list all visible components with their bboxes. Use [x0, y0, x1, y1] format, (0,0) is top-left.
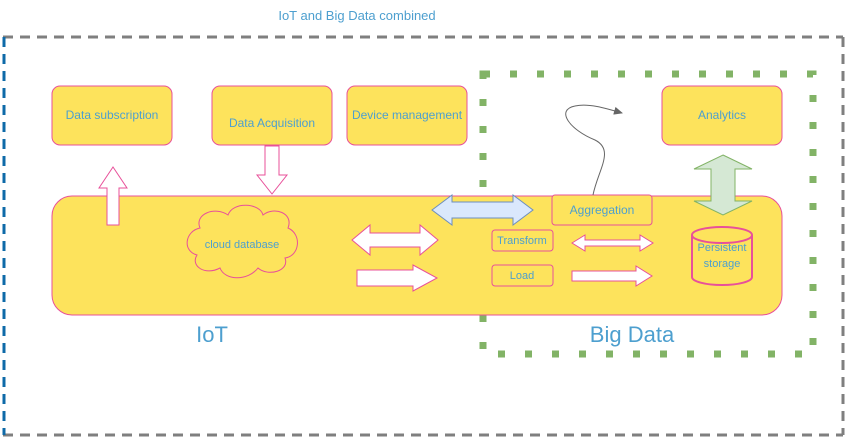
load-box[interactable]: Load	[491, 264, 554, 287]
load-label: Load	[510, 270, 534, 282]
iot-region-label: IoT	[196, 322, 228, 347]
persistent-storage-cylinder: Persistent storage	[691, 226, 753, 286]
data-subscription-label: Data subscription	[66, 108, 159, 122]
iot-forward-arrow	[356, 264, 439, 292]
analytics-storage-arrow	[693, 154, 753, 216]
data-acquisition-label: Data Acquisition	[229, 116, 315, 130]
acquisition-down-arrow	[255, 145, 289, 195]
aggregation-label: Aggregation	[570, 203, 635, 217]
outer-container	[2, 35, 845, 437]
aggregation-to-analytics-connector	[565, 104, 623, 196]
device-management-box[interactable]: Device management	[346, 85, 468, 146]
persistent-storage-label-line2: storage	[704, 258, 741, 270]
bigdata-bidirectional-arrow	[571, 234, 654, 252]
analytics-label: Analytics	[698, 108, 746, 122]
iot-bigdata-exchange-arrow	[431, 194, 534, 226]
cloud-database: cloud database	[186, 204, 298, 279]
data-acquisition-box[interactable]: Data Acquisition	[211, 85, 333, 146]
data-subscription-box[interactable]: Data subscription	[51, 85, 173, 146]
persistent-storage-label-line1: Persistent	[698, 242, 747, 254]
big-data-region-label: Big Data	[590, 322, 675, 347]
cloud-database-label: cloud database	[205, 239, 280, 251]
aggregation-box[interactable]: Aggregation	[551, 194, 653, 226]
transform-box[interactable]: Transform	[491, 229, 554, 252]
iot-platform	[51, 195, 783, 316]
diagram-title: IoT and Big Data combined	[278, 8, 435, 23]
bigdata-forward-arrow	[571, 265, 653, 287]
iot-bidirectional-arrow	[351, 223, 439, 257]
subscription-up-arrow	[98, 166, 128, 226]
transform-label: Transform	[497, 235, 547, 247]
device-management-label: Device management	[352, 108, 463, 122]
analytics-box[interactable]: Analytics	[661, 85, 783, 146]
